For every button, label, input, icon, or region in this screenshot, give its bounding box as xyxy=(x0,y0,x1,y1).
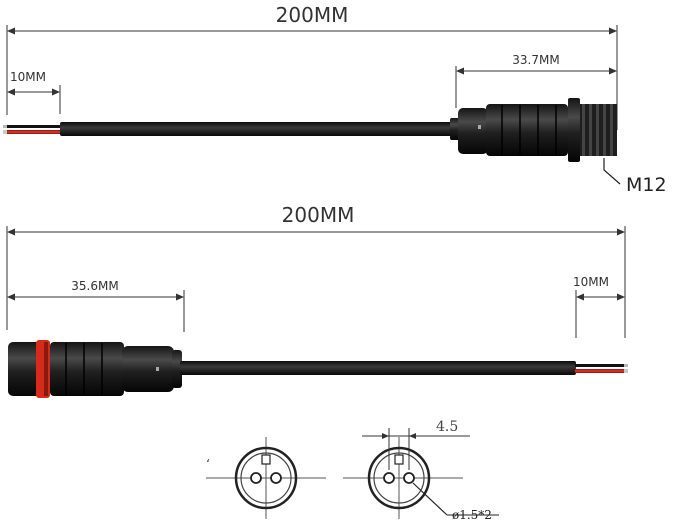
connector-front-cap xyxy=(8,342,44,396)
wire-red-stripped xyxy=(575,369,626,373)
label-top-connector-length: 33.7MM xyxy=(512,53,559,67)
label-top-total-length: 200MM xyxy=(276,3,349,27)
label-top-strip-length: 10MM xyxy=(10,70,46,84)
wire-tip xyxy=(624,364,628,367)
thread-size-leader xyxy=(603,158,621,185)
body-marker-dot xyxy=(478,125,481,129)
wire-tip xyxy=(624,369,628,373)
pin-face-right: 4.5 ø1.5*2 xyxy=(343,419,499,522)
connector-body xyxy=(122,346,174,392)
wire-red-stripped xyxy=(5,130,61,134)
connector-body-grip xyxy=(50,342,124,396)
cable-jacket xyxy=(180,361,576,375)
wire-tip xyxy=(3,130,7,134)
label-bottom-connector-length: 35.6MM xyxy=(71,279,118,293)
seal-ring-shadow xyxy=(44,342,48,396)
connector-thread xyxy=(580,104,617,156)
connector-strain-relief xyxy=(450,118,460,140)
wire-black-stripped xyxy=(5,125,61,128)
cable-jacket xyxy=(60,122,456,136)
connector-body xyxy=(458,108,488,154)
pin-diameter-leader xyxy=(412,482,448,516)
pin-face-left: ‘ xyxy=(206,437,326,519)
label-bottom-total-length: 200MM xyxy=(282,203,355,227)
top-cable-assembly: 200MM 10MM 33.7MM xyxy=(3,3,667,196)
svg-text:‘: ‘ xyxy=(206,457,210,471)
label-thread-size: M12 xyxy=(626,174,667,196)
wire-black-stripped xyxy=(575,364,626,367)
bottom-cable-assembly: 200MM 35.6MM 10MM xyxy=(6,203,628,398)
connector-body-grip xyxy=(486,104,568,156)
label-bottom-strip-length: 10MM xyxy=(573,275,609,289)
wire-tip xyxy=(3,125,7,128)
connector-flange xyxy=(568,98,580,162)
label-pin-spacing: 4.5 xyxy=(436,419,458,435)
body-marker-dot xyxy=(156,367,159,371)
connector-strain-relief xyxy=(172,350,182,388)
label-pin-diameter: ø1.5*2 xyxy=(452,508,492,522)
